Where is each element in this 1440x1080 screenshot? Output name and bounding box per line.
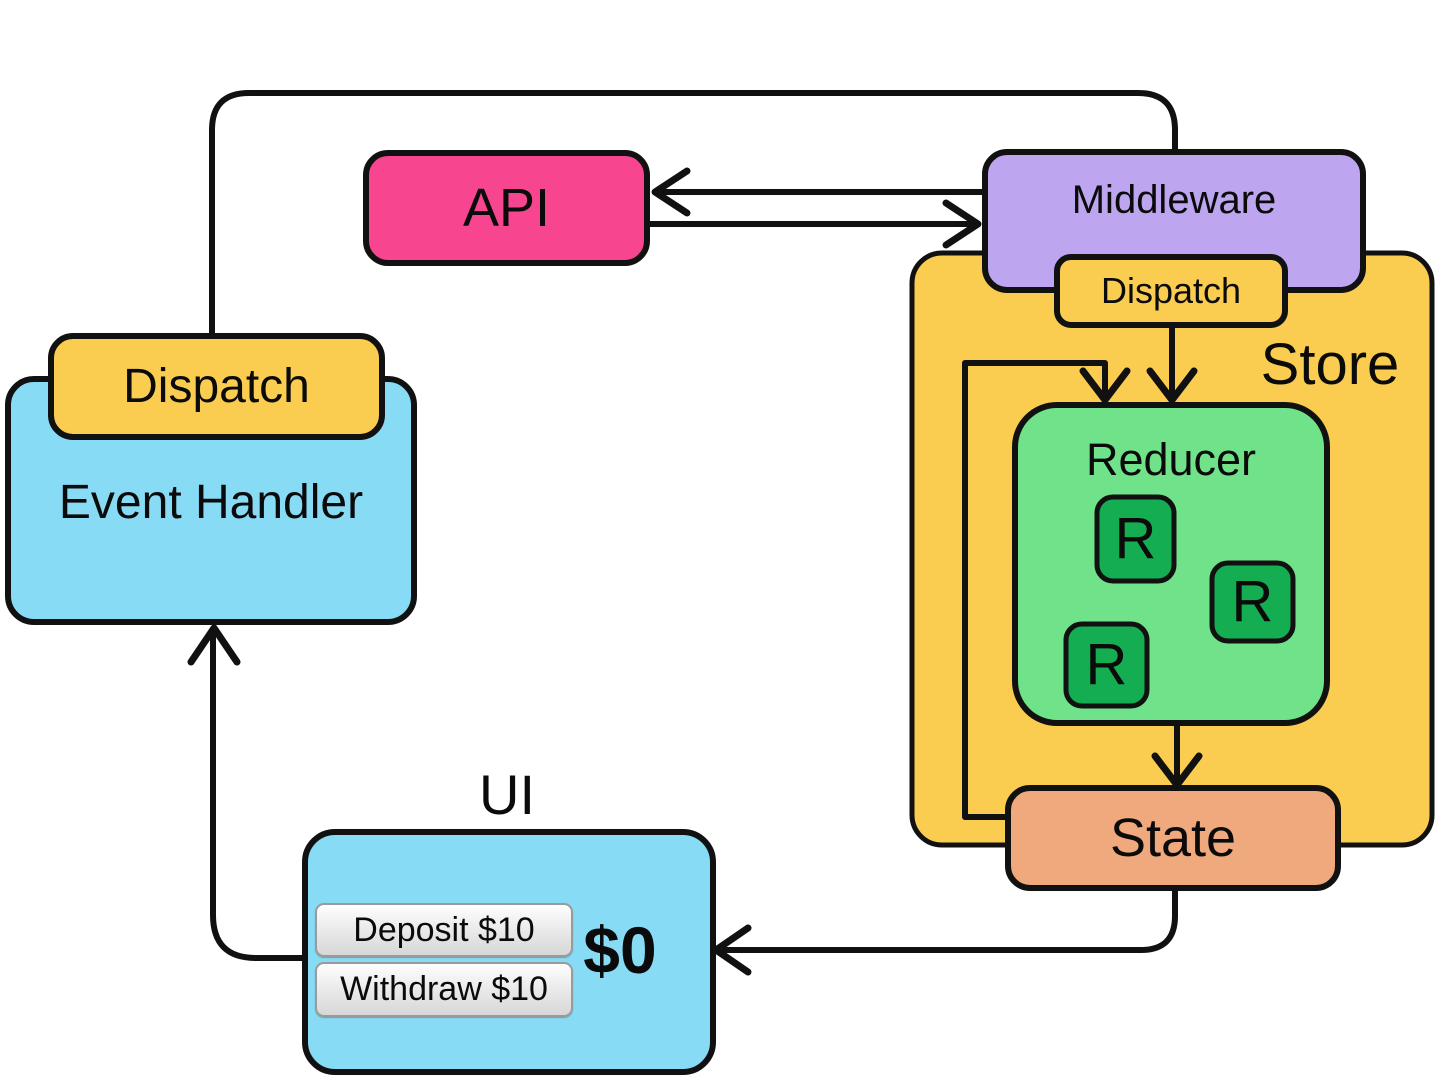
handler-dispatch-label: Dispatch [123, 359, 310, 413]
reducer-item-box [1094, 494, 1177, 584]
arrowhead-into-api [651, 167, 691, 217]
handler-dispatch-box [48, 333, 385, 440]
reducer-item-box [1063, 621, 1150, 709]
api-box [363, 150, 650, 266]
reducer-item-box [1209, 560, 1296, 644]
ui-title: UI [479, 763, 535, 826]
reducer-label: Reducer [1085, 433, 1257, 485]
reducer-item-label: R [1085, 632, 1128, 697]
reducer-item-label: R [1231, 569, 1274, 634]
api-label: API [462, 178, 551, 238]
store-dispatch-box [1054, 254, 1288, 328]
state-box [1005, 785, 1341, 891]
deposit-button[interactable]: Deposit $10 [315, 903, 573, 957]
connector-dispatch-to-middleware [209, 90, 1178, 341]
event-handler-label: Event Handler [58, 475, 364, 529]
arrowhead-into-event-handler [187, 624, 241, 666]
connector-state-loop-to-reducer [962, 360, 1108, 820]
middleware-label: Middleware [1071, 178, 1277, 222]
store-label: Store [1260, 332, 1400, 397]
ui-balance: $0 [583, 913, 657, 987]
reducer-item-label: R [1114, 506, 1157, 571]
state-label: State [1109, 808, 1237, 868]
arrowhead-loop-into-reducer [1079, 367, 1131, 404]
withdraw-button[interactable]: Withdraw $10 [315, 962, 573, 1017]
arrowhead-dispatch-into-reducer [1146, 367, 1198, 404]
connector-state-to-ui [719, 882, 1178, 953]
arrowhead-into-middleware [942, 199, 982, 249]
connector-ui-to-event-handler [210, 633, 311, 961]
store-dispatch-label: Dispatch [1100, 270, 1242, 311]
